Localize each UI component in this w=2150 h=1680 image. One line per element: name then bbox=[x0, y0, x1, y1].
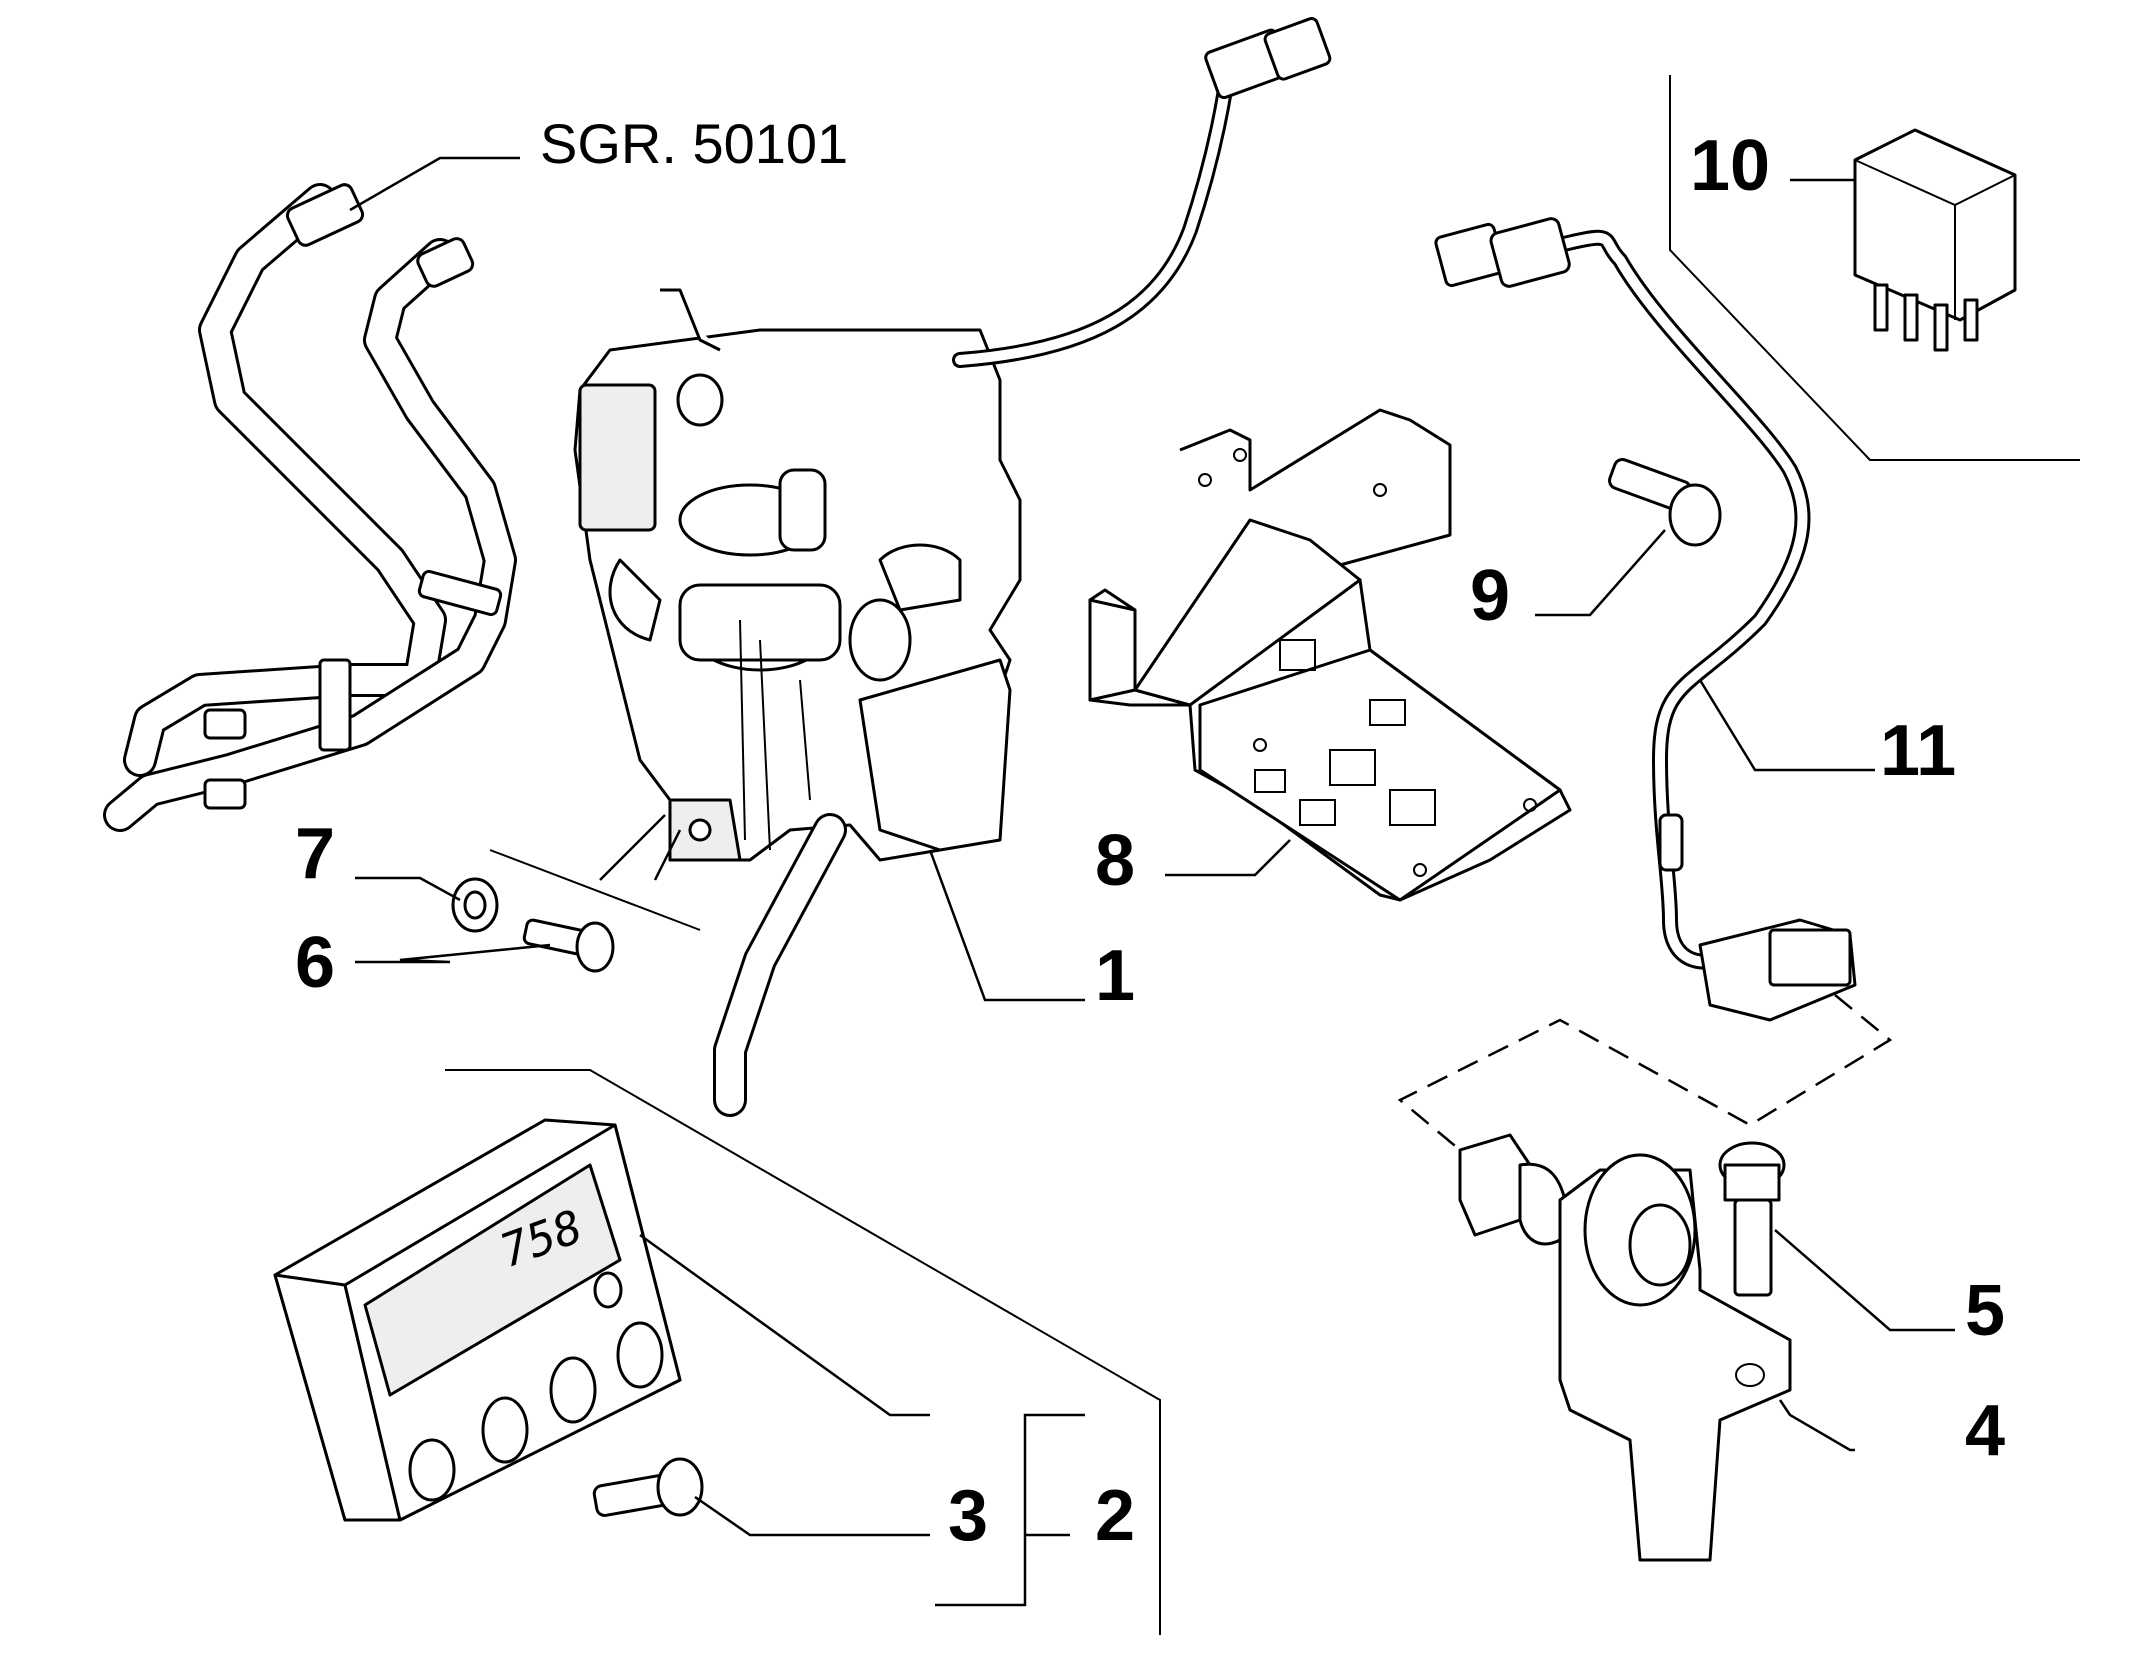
bolt-part-3 bbox=[592, 1457, 704, 1517]
callout-11: 11 bbox=[1880, 711, 1956, 791]
leader-lines bbox=[349, 156, 1955, 1607]
section-dividers bbox=[445, 75, 2080, 1635]
callout-6: 6 bbox=[295, 923, 335, 1003]
callout-10: 10 bbox=[1690, 126, 1770, 206]
cable-harness bbox=[1434, 217, 1857, 1022]
sensor-bracket bbox=[1458, 1133, 1792, 1562]
washer-part bbox=[451, 877, 499, 933]
callout-1: 1 bbox=[1095, 936, 1135, 1016]
bolt-part-6 bbox=[522, 918, 615, 973]
callout-2: 2 bbox=[1095, 1476, 1135, 1556]
bolt-part-9 bbox=[1608, 457, 1722, 547]
bolt-part-5 bbox=[1718, 1141, 1786, 1297]
connection-dashed-outline bbox=[1397, 994, 1893, 1151]
callout-5: 5 bbox=[1965, 1271, 2005, 1351]
mounting-bracket bbox=[1088, 408, 1572, 902]
callout-8: 8 bbox=[1095, 821, 1135, 901]
callout-labels: SGR. 50101 1 2 3 4 5 6 7 8 9 10 11 bbox=[295, 112, 2005, 1556]
callout-7: 7 bbox=[295, 814, 335, 894]
heater-unit bbox=[573, 17, 1332, 1117]
callout-4: 4 bbox=[1965, 1391, 2005, 1471]
heater-hose-assembly bbox=[103, 183, 517, 832]
reference-label: SGR. 50101 bbox=[540, 112, 848, 175]
callout-9: 9 bbox=[1470, 556, 1510, 636]
relay-part bbox=[1853, 128, 2017, 352]
callout-3: 3 bbox=[948, 1476, 988, 1556]
control-display-panel: 758 bbox=[273, 1118, 682, 1522]
